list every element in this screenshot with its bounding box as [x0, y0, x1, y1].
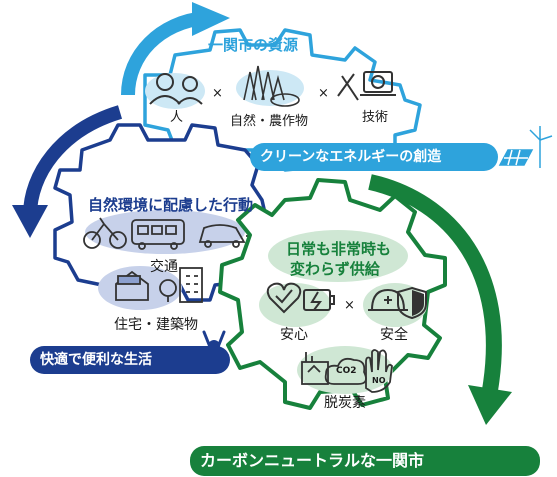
people-icon	[149, 73, 203, 105]
navy-cycle-arrow	[23, 105, 123, 216]
resilience-gear	[218, 178, 447, 410]
resources-title: 一関市の資源	[208, 36, 299, 54]
clean-energy-banner: クリーンなエネルギーの創造	[250, 143, 498, 171]
factory-icon	[301, 352, 329, 385]
transport-label: 交通	[150, 259, 178, 275]
safety-highlight	[259, 283, 331, 327]
solar-wind-icon	[498, 126, 553, 168]
navy-arrow-head	[12, 205, 48, 238]
lifestyle-title: 自然環境に配慮した行動	[88, 196, 254, 214]
transport-highlight	[85, 210, 245, 254]
no-hand-icon	[365, 349, 393, 393]
house-solar-icon	[115, 270, 149, 301]
tech-label: 技術	[362, 110, 389, 125]
people-label: 人	[170, 110, 184, 125]
goal-banner: カーボンニュートラルな一関市	[190, 446, 540, 476]
comfortable-life-banner: 快適で便利な生活	[30, 346, 230, 374]
bus-icon	[131, 219, 185, 250]
nature-label: 自然・農作物	[230, 114, 309, 129]
resilience-title-highlight	[268, 230, 408, 282]
times-sign-3: ×	[344, 298, 355, 313]
heart-icon	[266, 282, 302, 314]
times-sign-1: ×	[212, 86, 223, 101]
shield-icon	[397, 286, 427, 320]
green-arrow-head	[468, 385, 512, 425]
green-cycle-arrow	[368, 174, 502, 392]
tech-icon	[337, 71, 396, 101]
hard-hat-icon	[368, 288, 408, 311]
housing-label: 住宅・建築物	[114, 317, 198, 333]
building-icon	[159, 267, 203, 303]
people-highlight	[145, 73, 205, 109]
security-label: 安全	[380, 327, 408, 343]
safety-label: 安心	[280, 327, 308, 343]
times-sign-2: ×	[318, 86, 329, 101]
no-text: NO	[372, 376, 386, 385]
co2-text: CO2	[336, 366, 357, 376]
bicycle-icon	[83, 217, 127, 249]
decarbon-label: 脱炭素	[324, 395, 366, 411]
battery-icon	[303, 289, 335, 311]
cyan-cycle-arrow	[121, 11, 206, 96]
nature-crops-icon	[243, 65, 300, 107]
resilience-title-line2: 変わらず供給	[290, 260, 380, 278]
security-highlight	[363, 283, 427, 327]
resilience-title-line1: 日常も非常時も	[286, 240, 392, 258]
cyan-arrow-head	[192, 2, 230, 36]
